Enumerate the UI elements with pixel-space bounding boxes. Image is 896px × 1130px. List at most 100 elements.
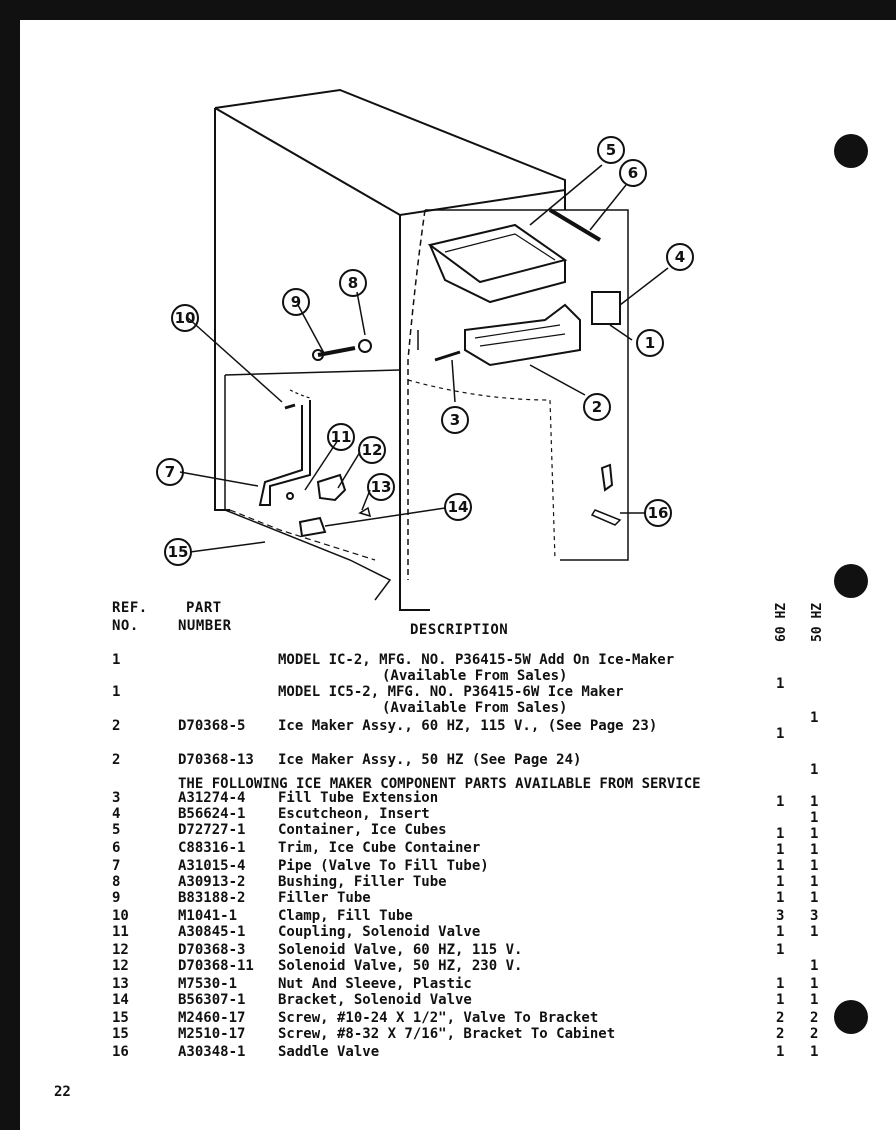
ref-number: 12 (112, 942, 129, 958)
part-description: MODEL IC5-2, MFG. NO. P36415-6W Ice Make… (278, 684, 624, 700)
qty-50hz: 1 (810, 958, 819, 974)
part-description: MODEL IC-2, MFG. NO. P36415-5W Add On Ic… (278, 652, 675, 668)
part-description: Escutcheon, Insert (278, 806, 430, 822)
qty-50hz: 1 (810, 762, 819, 778)
ref-number: 3 (112, 790, 121, 806)
qty-50hz: 1 (810, 924, 819, 940)
binder-hole-middle (834, 564, 868, 598)
qty-50hz: 1 (810, 826, 819, 842)
part-description: Filler Tube (278, 890, 371, 906)
part-description: Trim, Ice Cube Container (278, 840, 481, 856)
parts-sheet: 1 2 3 4 5 6 7 8 9 10 11 12 13 14 15 16 R… (20, 20, 896, 1130)
part-description: Pipe (Valve To Fill Tube) (278, 858, 489, 874)
callout-5: 5 (606, 141, 616, 159)
ref-number: 1 (112, 684, 121, 700)
ref-number: 15 (112, 1026, 129, 1042)
ref-number: 12 (112, 958, 129, 974)
qty-60hz: 1 (776, 942, 785, 958)
qty-50hz: 1 (810, 976, 819, 992)
qty-50hz: 2 (810, 1026, 819, 1042)
ref-number: 2 (112, 752, 121, 768)
part-description-note: (Available From Sales) (382, 700, 568, 716)
ref-number: 5 (112, 822, 121, 838)
ice-maker-exploded-diagram: 1 2 3 4 5 6 7 8 9 10 11 12 13 14 15 16 (156, 88, 694, 611)
part-number: D70368-11 (178, 958, 254, 974)
callout-2: 2 (592, 398, 602, 416)
qty-50hz: 1 (810, 874, 819, 890)
part-description: Solenoid Valve, 60 HZ, 115 V. (278, 942, 523, 958)
callout-10: 10 (175, 309, 196, 327)
part-description: Nut And Sleeve, Plastic (278, 976, 472, 992)
ref-number: 15 (112, 1010, 129, 1026)
callout-12: 12 (362, 441, 383, 459)
part-number: A30913-2 (178, 874, 246, 890)
part-description: Bracket, Solenoid Valve (278, 992, 472, 1008)
page-number: 22 (54, 1084, 71, 1100)
part-number: D70368-5 (178, 718, 246, 734)
part-number: C88316-1 (178, 840, 246, 856)
callout-3: 3 (450, 411, 460, 429)
ref-number: 11 (112, 924, 129, 940)
part-description: Fill Tube Extension (278, 790, 439, 806)
part-number: A31015-4 (178, 858, 246, 874)
part-description: Screw, #10-24 X 1/2", Valve To Bracket (278, 1010, 599, 1026)
part-number: B83188-2 (178, 890, 246, 906)
part-number: D72727-1 (178, 822, 246, 838)
binder-hole-top (834, 134, 868, 168)
qty-50hz: 1 (810, 858, 819, 874)
qty-60hz: 3 (776, 908, 785, 924)
ref-number: 8 (112, 874, 121, 890)
qty-50hz: 1 (810, 810, 819, 826)
part-number: A31274-4 (178, 790, 246, 806)
header-ref: REF. (112, 600, 148, 616)
ref-number: 4 (112, 806, 121, 822)
ref-number: 2 (112, 718, 121, 734)
ref-number: 14 (112, 992, 129, 1008)
qty-60hz: 1 (776, 1044, 785, 1060)
qty-60hz: 1 (776, 826, 785, 842)
header-description: DESCRIPTION (410, 622, 509, 638)
qty-50hz: 1 (810, 842, 819, 858)
qty-60hz: 1 (776, 924, 785, 940)
part-description: Screw, #8-32 X 7/16", Bracket To Cabinet (278, 1026, 616, 1042)
header-60hz: 60 HZ (774, 602, 789, 642)
qty-50hz: 1 (810, 890, 819, 906)
part-number: M7530-1 (178, 976, 238, 992)
service-notice: THE FOLLOWING ICE MAKER COMPONENT PARTS … (178, 776, 701, 792)
qty-60hz: 2 (776, 1010, 785, 1026)
part-number: B56624-1 (178, 806, 246, 822)
qty-50hz: 3 (810, 908, 819, 924)
qty-60hz: 1 (776, 992, 785, 1008)
part-number: A30348-1 (178, 1044, 246, 1060)
callout-9: 9 (291, 293, 301, 311)
part-description: Solenoid Valve, 50 HZ, 230 V. (278, 958, 523, 974)
part-number: D70368-13 (178, 752, 254, 768)
part-description: Saddle Valve (278, 1044, 380, 1060)
qty-60hz: 1 (776, 794, 785, 810)
part-number: M2510-17 (178, 1026, 246, 1042)
qty-60hz: 1 (776, 858, 785, 874)
callout-13: 13 (371, 478, 392, 496)
qty-50hz: 1 (810, 1044, 819, 1060)
qty-50hz: 1 (810, 794, 819, 810)
part-number: D70368-3 (178, 942, 246, 958)
header-part: PART (186, 600, 222, 616)
qty-50hz: 1 (810, 992, 819, 1008)
qty-60hz: 1 (776, 726, 785, 742)
ref-number: 10 (112, 908, 129, 924)
part-number: B56307-1 (178, 992, 246, 1008)
callout-7: 7 (165, 463, 175, 481)
part-number: M2460-17 (178, 1010, 246, 1026)
header-no: NO. (112, 618, 139, 634)
header-number: NUMBER (178, 618, 232, 634)
callout-11: 11 (331, 428, 352, 446)
ref-number: 6 (112, 840, 121, 856)
qty-50hz: 1 (810, 710, 819, 726)
qty-60hz: 1 (776, 890, 785, 906)
qty-60hz: 1 (776, 874, 785, 890)
part-description: Container, Ice Cubes (278, 822, 447, 838)
callout-15: 15 (168, 543, 189, 561)
qty-60hz: 2 (776, 1026, 785, 1042)
callout-16: 16 (648, 504, 669, 522)
header-50hz: 50 HZ (810, 602, 825, 642)
